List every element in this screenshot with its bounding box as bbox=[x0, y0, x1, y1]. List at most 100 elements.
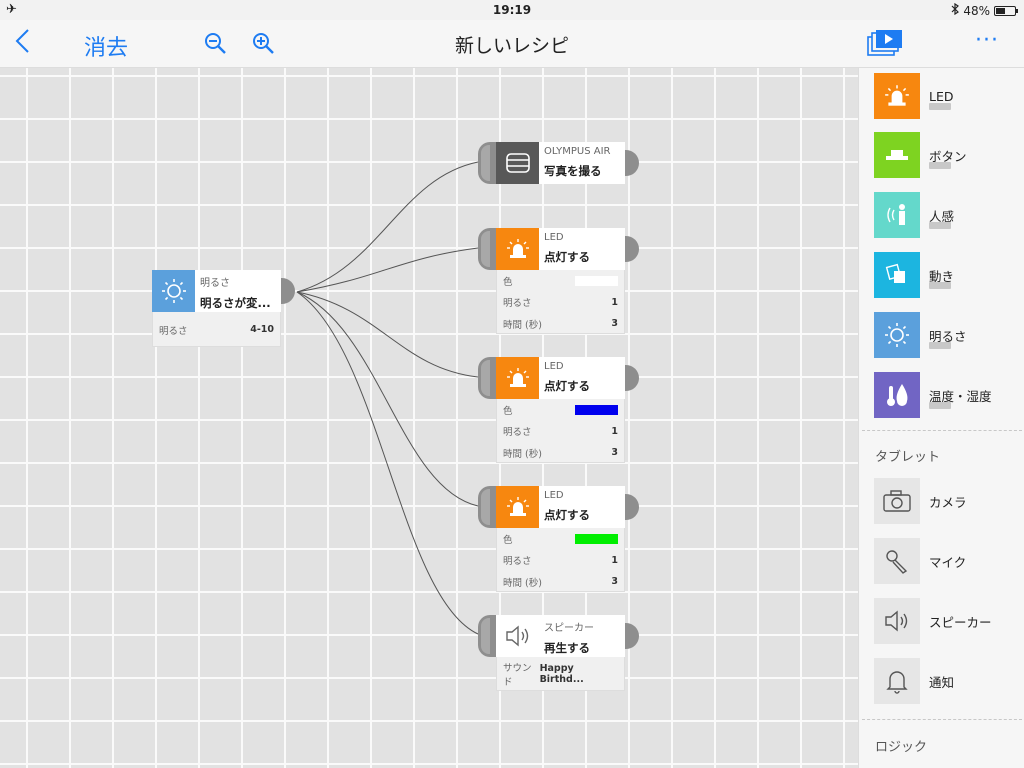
param-time[interactable]: 時間 (秒)3 bbox=[503, 576, 618, 589]
color-swatch bbox=[575, 404, 618, 415]
param-time[interactable]: 時間 (秒)3 bbox=[503, 318, 618, 331]
input-connector[interactable] bbox=[478, 142, 496, 184]
sidebar-item-camera[interactable]: カメラ bbox=[874, 477, 967, 525]
sidebar-item-brightness[interactable]: 明るさ bbox=[874, 311, 967, 359]
input-connector[interactable] bbox=[478, 615, 496, 657]
block-category: LED bbox=[544, 490, 564, 501]
wire-to-speaker bbox=[296, 291, 479, 635]
sidebar-item-label: マイク bbox=[929, 554, 967, 570]
zoom-in-button[interactable] bbox=[252, 32, 276, 60]
device-battery-icon bbox=[929, 222, 951, 229]
block-action: 点灯する bbox=[544, 508, 590, 522]
input-connector[interactable] bbox=[478, 357, 496, 399]
sidebar-item-label: カメラ bbox=[929, 494, 967, 510]
output-connector[interactable] bbox=[625, 365, 639, 391]
output-connector[interactable] bbox=[625, 150, 639, 176]
camera-icon bbox=[874, 478, 920, 524]
status-bar: ✈ 19:19 48% bbox=[0, 0, 1024, 20]
led-icon bbox=[496, 486, 539, 528]
sidebar-item-label: 温度・湿度 bbox=[929, 388, 992, 404]
sidebar-item-label: 動き bbox=[929, 268, 955, 284]
component-sidebar[interactable]: LED ボタン 人感 動き 明るさ 温度・湿度 タブ bbox=[858, 68, 1024, 768]
sidebar-item-led[interactable]: LED bbox=[874, 72, 954, 120]
sidebar-item-temperature-humidity[interactable]: 温度・湿度 bbox=[874, 371, 992, 419]
section-title-logic: ロジック bbox=[875, 740, 928, 755]
microphone-icon bbox=[874, 538, 920, 584]
status-right: 48% bbox=[951, 2, 1018, 18]
sidebar-item-notification[interactable]: 通知 bbox=[874, 657, 954, 705]
wire-to-led-3 bbox=[296, 291, 479, 507]
status-time: 19:19 bbox=[492, 3, 532, 17]
wire-to-camera bbox=[296, 161, 479, 293]
block-action: 明るさが変... bbox=[200, 296, 271, 310]
param-sound[interactable]: サウンド Happy Birthd... bbox=[503, 663, 584, 688]
speaker-icon bbox=[496, 615, 539, 657]
sidebar-item-label: 人感 bbox=[929, 208, 955, 224]
led-icon bbox=[874, 73, 920, 119]
back-button[interactable] bbox=[14, 28, 30, 61]
sidebar-item-microphone[interactable]: マイク bbox=[874, 537, 966, 585]
connection-wires bbox=[296, 161, 479, 635]
undo-button[interactable]: 消去 bbox=[84, 36, 129, 61]
param-color[interactable]: 色 bbox=[497, 270, 624, 292]
color-swatch bbox=[575, 275, 618, 286]
color-swatch bbox=[575, 533, 618, 544]
input-connector[interactable] bbox=[478, 228, 496, 270]
button-icon bbox=[874, 132, 920, 178]
block-action: 点灯する bbox=[544, 379, 590, 393]
input-connector[interactable] bbox=[478, 486, 496, 528]
nav-bar: 消去 新しいレシピ ··· bbox=[0, 20, 1024, 68]
sidebar-item-speaker[interactable]: スピーカー bbox=[874, 597, 992, 645]
block-params[interactable]: サウンド Happy Birthd... bbox=[496, 657, 625, 691]
led-icon bbox=[496, 357, 539, 399]
wire-to-led-1 bbox=[296, 247, 479, 293]
output-connector[interactable] bbox=[625, 623, 639, 649]
zoom-in-icon bbox=[253, 33, 274, 54]
speaker-icon bbox=[874, 598, 920, 644]
block-params[interactable]: 明るさ 4-10 bbox=[152, 312, 281, 347]
sidebar-item-button[interactable]: ボタン bbox=[874, 131, 967, 179]
param-color[interactable]: 色 bbox=[497, 528, 624, 550]
param-color[interactable]: 色 bbox=[497, 399, 624, 421]
zoom-out-button[interactable] bbox=[204, 32, 228, 60]
device-battery-icon bbox=[929, 103, 951, 110]
recipe-canvas[interactable]: 明るさ 明るさが変... 明るさ 4-10 OLYMPUS AIR 写真を撮る bbox=[0, 68, 858, 768]
output-connector[interactable] bbox=[625, 236, 639, 262]
battery-percent: 48% bbox=[963, 3, 990, 18]
device-battery-icon bbox=[929, 402, 951, 409]
device-battery-icon bbox=[929, 282, 951, 289]
temperature-humidity-icon bbox=[874, 372, 920, 418]
sidebar-divider bbox=[862, 430, 1022, 431]
brightness-icon bbox=[152, 270, 195, 312]
device-battery-icon bbox=[929, 342, 951, 349]
play-recipe-button[interactable] bbox=[866, 29, 904, 61]
block-action: 点灯する bbox=[544, 250, 590, 264]
block-action: 写真を撮る bbox=[544, 164, 602, 178]
brightness-icon bbox=[874, 312, 920, 358]
section-title-tablet: タブレット bbox=[875, 450, 941, 465]
airplane-mode-icon: ✈ bbox=[6, 2, 17, 17]
zoom-out-icon bbox=[205, 33, 226, 54]
block-category: OLYMPUS AIR bbox=[544, 146, 611, 157]
output-connector[interactable] bbox=[625, 494, 639, 520]
output-connector[interactable] bbox=[281, 278, 295, 304]
block-category: LED bbox=[544, 232, 564, 243]
param-brightness-range[interactable]: 明るさ 4-10 bbox=[159, 324, 274, 337]
led-icon bbox=[496, 228, 539, 270]
block-category: スピーカー bbox=[544, 623, 594, 634]
camera-lens-icon bbox=[496, 142, 539, 184]
sidebar-item-label: 明るさ bbox=[929, 328, 967, 344]
sidebar-item-label: LED bbox=[929, 88, 954, 104]
param-time[interactable]: 時間 (秒)3 bbox=[503, 447, 618, 460]
bell-icon bbox=[874, 658, 920, 704]
sidebar-item-movement[interactable]: 動き bbox=[874, 251, 954, 299]
more-button[interactable]: ··· bbox=[975, 28, 999, 53]
sidebar-item-motion-sensor[interactable]: 人感 bbox=[874, 191, 954, 239]
block-category: 明るさ bbox=[200, 278, 230, 289]
